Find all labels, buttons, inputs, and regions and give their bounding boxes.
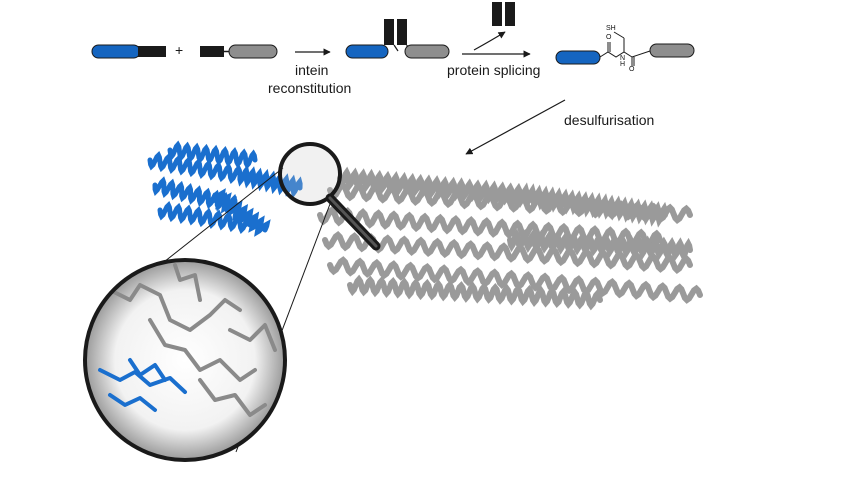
plus-sign: + <box>175 42 184 58</box>
grey-residue-sticks <box>228 323 277 352</box>
reconstitution-label: reconstitution <box>268 80 352 96</box>
blue-helix <box>167 140 258 170</box>
released-intein <box>492 2 515 26</box>
blue-helix <box>147 150 243 185</box>
grey-residue-sticks <box>198 378 267 417</box>
construct-n-extein-intein <box>91 44 166 59</box>
magnifier-icon <box>278 142 381 251</box>
intein-label: intein <box>295 62 329 78</box>
thiol-label: SH <box>606 25 616 32</box>
grey-helix <box>322 230 693 275</box>
grey-helix <box>507 228 693 262</box>
amide-nh-label: N H <box>620 55 626 68</box>
grey-helix <box>327 256 703 304</box>
blue-residue-sticks <box>108 393 157 412</box>
zoom-inset <box>83 258 287 462</box>
grey-helical-bundle <box>317 166 703 311</box>
protein-splicing-label: protein splicing <box>447 62 541 78</box>
grey-residue-sticks <box>173 263 202 302</box>
spliced-product <box>555 31 695 66</box>
ketone-oxygen-label: O <box>629 66 635 73</box>
blue-helix <box>209 188 271 237</box>
blue-domain-cartoon <box>147 140 303 237</box>
amide-oxygen-label: O <box>606 34 612 41</box>
desulfurisation-arrow <box>465 99 566 155</box>
intein-release-arrow <box>473 31 506 51</box>
blue-residue-sticks <box>128 358 167 382</box>
grey-residue-sticks <box>148 318 257 382</box>
blue-helix <box>157 200 253 235</box>
grey-helix <box>337 166 523 207</box>
construct-intein-c-extein <box>200 44 278 59</box>
grey-residue-sticks <box>108 283 242 332</box>
blue-helix <box>237 164 303 199</box>
grey-helix <box>517 182 668 228</box>
construct-reconstituted-intein <box>345 19 450 59</box>
blue-residue-sticks <box>98 368 187 394</box>
desulfurisation-label: desulfurisation <box>564 112 655 128</box>
grey-helix <box>347 274 603 311</box>
